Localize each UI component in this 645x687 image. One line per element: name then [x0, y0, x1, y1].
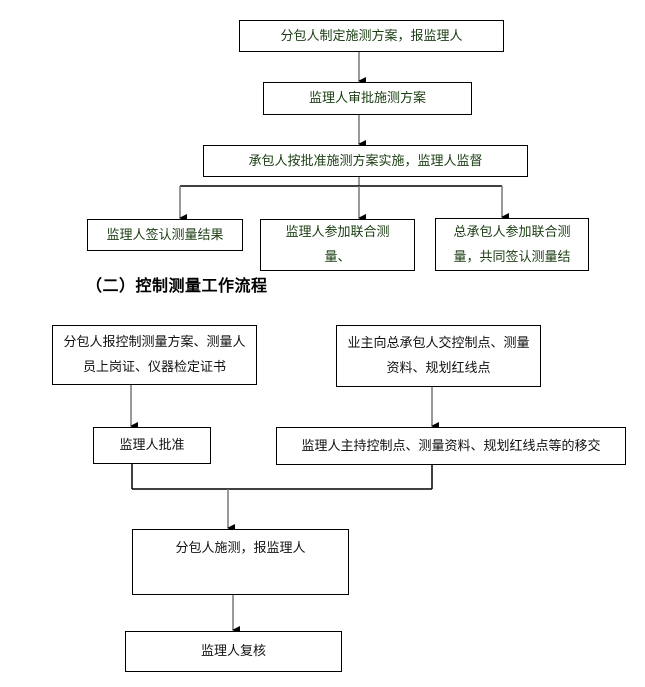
node-supervisor-handover-label: 监理人主持控制点、测量资料、规划红线点等的移交	[301, 438, 601, 454]
node-plan: 分包人制定施测方案，报监理人	[239, 20, 504, 52]
node-implement-label: 承包人按批准施测方案实施，监理人监督	[248, 153, 483, 169]
section-heading: （二）控制测量工作流程	[86, 276, 268, 295]
node-joint-contractor-label: 总承包人参加联合测量，共同签认测量结	[453, 224, 571, 265]
node-plan-label: 分包人制定施测方案，报监理人	[280, 28, 463, 44]
node-submit-label: 分包人报控制测量方案、测量人员上岗证、仪器检定证书	[63, 335, 246, 375]
node-survey-label: 分包人施测，报监理人	[175, 541, 306, 556]
node-owner-handover-label: 业主向总承包人交控制点、测量资料、规划红线点	[347, 336, 530, 376]
node-sign: 监理人签认测量结果	[87, 219, 243, 251]
node-implement: 承包人按批准施测方案实施，监理人监督	[203, 145, 528, 177]
node-owner-handover: 业主向总承包人交控制点、测量资料、规划红线点	[336, 325, 541, 387]
node-joint-contractor: 总承包人参加联合测量，共同签认测量结	[435, 218, 589, 271]
node-joint-supervisor: 监理人参加联合测量、	[260, 219, 415, 271]
node-supervisor-approve: 监理人批准	[93, 427, 211, 464]
node-survey: 分包人施测，报监理人	[132, 529, 349, 595]
node-supervisor-approve-label: 监理人批准	[119, 438, 185, 453]
node-joint-supervisor-label: 监理人参加联合测量、	[285, 225, 390, 265]
node-sign-label: 监理人签认测量结果	[106, 227, 224, 243]
node-recheck: 监理人复核	[125, 631, 342, 672]
node-approve: 监理人审批施测方案	[263, 82, 472, 115]
node-approve-label: 监理人审批施测方案	[308, 91, 426, 106]
node-submit: 分包人报控制测量方案、测量人员上岗证、仪器检定证书	[52, 325, 257, 385]
node-recheck-label: 监理人复核	[200, 644, 266, 659]
node-supervisor-handover: 监理人主持控制点、测量资料、规划红线点等的移交	[276, 427, 626, 465]
